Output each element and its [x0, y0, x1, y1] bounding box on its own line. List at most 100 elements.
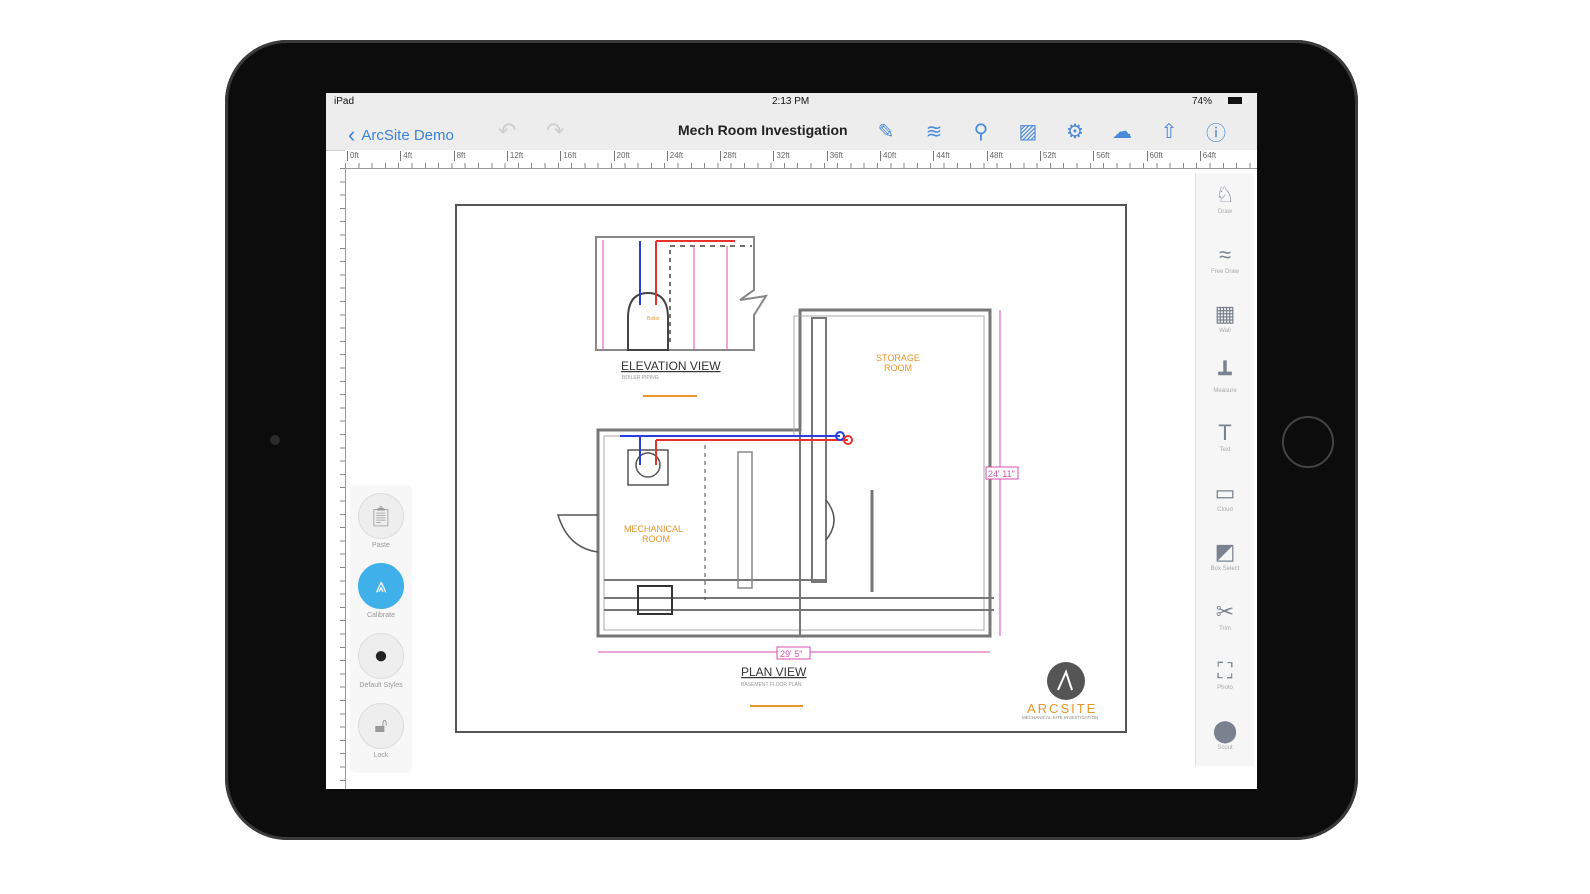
wall-tool[interactable]: ▦ Wall [1196, 300, 1254, 334]
mechanical-room-label: MECHANICAL [624, 524, 683, 534]
tool-label: Calibrate [366, 612, 395, 619]
arcsite-logo: ARCSITE MECHANICAL SITE INVESTIGATION [1022, 662, 1098, 720]
free-draw-tool[interactable]: ≈Free Draw [1196, 241, 1254, 275]
horizontal-ruler: 0ft 4ft 8ft 12ft 16ft 20ft 24ft 28ft 32ft 36ft 40f… [345, 150, 1257, 169]
ruler-label: 44ft [933, 151, 950, 161]
ruler-label: 56ft [1093, 151, 1110, 161]
help-icon[interactable]: ⓘ [1206, 122, 1226, 145]
tool-label: Default Styles [359, 682, 403, 689]
ruler-label: 24ft [666, 151, 683, 161]
tool-label: Photo [1217, 685, 1233, 691]
camera [270, 435, 280, 445]
photo-icon: ⛶ [1217, 658, 1233, 683]
status-bar: iPad 2:13 PM 74% [326, 93, 1257, 110]
image-icon[interactable]: ▨ [1018, 120, 1038, 143]
back-label: ArcSite Demo [361, 127, 454, 144]
plan-view: 29' 5" 24' 11" STORAGE ROOM MECHANICAL R… [556, 308, 1019, 707]
tool-label: Lock [373, 752, 389, 759]
tool-label: Cloud [1217, 506, 1233, 513]
mechanical-room-label-2: ROOM [642, 534, 670, 544]
plan-subtitle: BASEMENT FLOOR PLAN [741, 682, 802, 688]
text-tool[interactable]: T Text [1196, 419, 1254, 453]
left-toolbar: 📋︎ Paste ⩓ Calibrate ● Default Styles 🔓︎ Loc… [350, 485, 412, 773]
pen-icon: ♘ [1215, 182, 1235, 207]
width-dimension: 29' 5" [780, 649, 802, 659]
ruler-label: 64ft [1199, 151, 1216, 161]
ruler-label: 20ft [613, 151, 630, 161]
wall-icon: ▦ [1214, 301, 1236, 326]
redo-button[interactable]: ↷ [546, 118, 565, 143]
ruler-label: 36ft [826, 151, 843, 161]
ruler-label: 8ft [453, 151, 466, 161]
shapes-icon[interactable]: ⚲ [973, 120, 989, 143]
edit-icon[interactable]: ✎ [877, 120, 895, 143]
brand-name: ARCSITE [1027, 701, 1097, 716]
vertical-ruler [326, 168, 346, 789]
compass-icon: ⩓ [358, 563, 404, 609]
plan-title: PLAN VIEW [741, 665, 807, 679]
paste-icon: 📋︎ [358, 493, 404, 539]
ruler-label: 12ft [506, 151, 523, 161]
device-name: iPad [334, 96, 355, 107]
cloud-upload-icon[interactable]: ☁ [1112, 120, 1132, 143]
cloud-tool[interactable]: ▭Cloud [1196, 479, 1254, 513]
photo-tool[interactable]: ⛶ Photo [1196, 657, 1254, 691]
battery-icon [1228, 97, 1242, 104]
ruler-label: 16ft [560, 151, 577, 161]
layers-icon[interactable]: ≋ [925, 120, 943, 143]
tool-label: Box Select [1210, 566, 1240, 572]
ruler-label: 48ft [986, 151, 1003, 161]
share-icon[interactable]: ⇧ [1160, 120, 1178, 143]
text-icon: T [1218, 420, 1232, 445]
squiggle-icon: ≈ [1218, 241, 1232, 267]
chevron-left-icon: ‹ [348, 122, 356, 147]
ruler-label: 0ft [347, 151, 359, 161]
unlock-icon: 🔓︎ [358, 703, 404, 749]
gear-icon[interactable]: ⚙ [1066, 120, 1084, 143]
pin-icon: ⬤ [1212, 717, 1238, 743]
box-select-tool[interactable]: ◩ Box Select [1196, 538, 1254, 572]
box-select-icon: ◩ [1214, 539, 1236, 564]
ruler-label: 52ft [1039, 151, 1056, 161]
height-dimension: 24' 11" [988, 469, 1015, 479]
storage-room-label: STORAGE [876, 353, 920, 363]
tool-label: Text [1219, 447, 1231, 453]
tool-label: Draw [1217, 209, 1232, 215]
paste-button[interactable]: 📋︎ Paste [358, 493, 404, 549]
battery-percent: 74% [1192, 96, 1213, 107]
trim-tool[interactable]: ✂Trim [1196, 598, 1254, 632]
storage-room-label-2: ROOM [884, 363, 912, 373]
lock-button[interactable]: 🔓︎ Lock [358, 703, 404, 759]
elevation-subtitle: BOILER PIPING [622, 375, 659, 381]
ruler-label: 40ft [880, 151, 896, 161]
tool-label: Measure [1213, 387, 1237, 394]
tool-label: Paste [372, 542, 390, 549]
brand-subtitle: MECHANICAL SITE INVESTIGATION [1022, 715, 1098, 720]
elevation-title: ELEVATION VIEW [621, 359, 721, 373]
clock: 2:13 PM [772, 96, 810, 107]
document-title: Mech Room Investigation [678, 122, 848, 138]
paint-icon: ● [358, 633, 404, 679]
ruler-label: 4ft [400, 151, 412, 161]
scout-tool[interactable]: ⬤Scout [1196, 717, 1254, 751]
draw-tool[interactable]: ♘ Draw [1196, 181, 1254, 215]
ruler-label: 32ft [773, 151, 790, 161]
back-button[interactable]: ‹ ArcSite Demo [348, 120, 454, 147]
cloud-shape-icon: ▭ [1214, 479, 1236, 505]
scissors-icon: ✂ [1215, 598, 1235, 624]
tool-label: Free Draw [1210, 268, 1239, 275]
home-button[interactable] [1282, 416, 1334, 468]
tool-label: Wall [1219, 328, 1231, 334]
ruler-label: 60ft [1146, 151, 1163, 161]
undo-button[interactable]: ↶ [498, 118, 517, 143]
default-styles-button[interactable]: ● Default Styles [358, 633, 404, 689]
calibrate-button[interactable]: ⩓ Calibrate [358, 563, 404, 619]
ruler-label: 28ft [720, 151, 736, 161]
tool-label: Scout [1217, 744, 1233, 751]
measure-tool[interactable]: ┻Measure [1196, 360, 1254, 394]
tool-label: Trim [1219, 625, 1231, 632]
boiler-label: Boiler [647, 316, 660, 322]
measure-icon: ┻ [1218, 360, 1232, 386]
